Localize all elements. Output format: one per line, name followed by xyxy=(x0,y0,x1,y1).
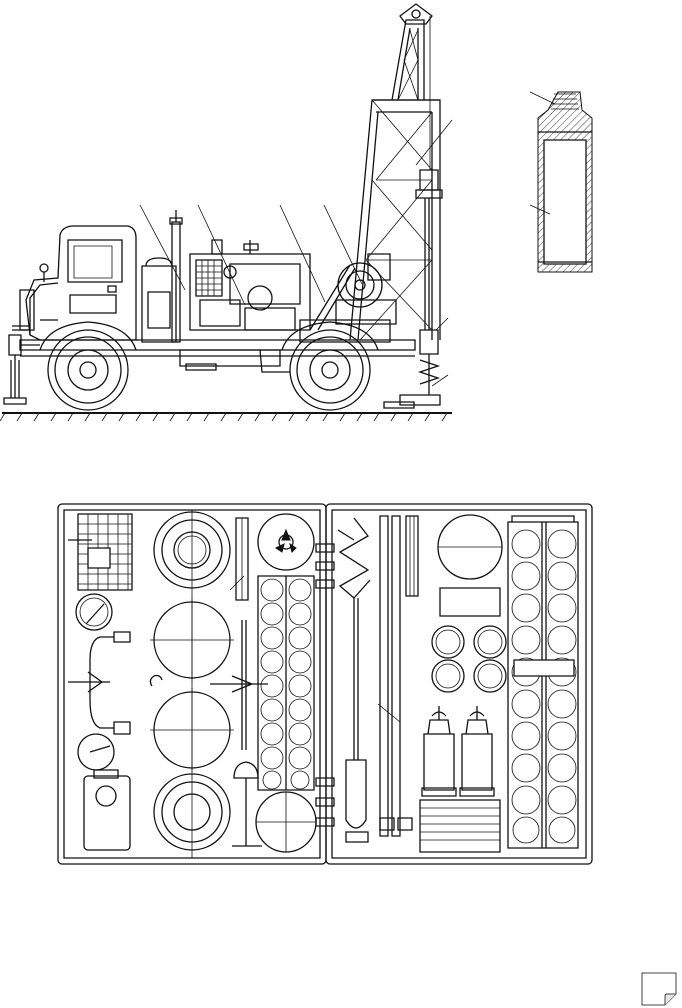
truck-cab xyxy=(12,226,136,340)
equipment-layout-plan xyxy=(58,504,592,864)
winch xyxy=(300,254,396,342)
left-compartment xyxy=(68,510,334,858)
drilling-rig-side-view xyxy=(0,4,452,421)
page-curl-icon xyxy=(641,972,677,1006)
rear-wheel xyxy=(282,322,378,410)
engine-block xyxy=(190,240,310,330)
front-wheel xyxy=(40,322,136,410)
rear-jack xyxy=(4,335,40,404)
drill-bit-section xyxy=(530,92,592,272)
fuel-tank xyxy=(142,258,176,342)
leader-lines xyxy=(140,120,452,386)
exhaust-pipe xyxy=(170,210,182,342)
ground-line xyxy=(0,413,452,421)
bailer-cylinders xyxy=(422,706,494,796)
drill-mast xyxy=(350,4,442,408)
right-compartment xyxy=(338,515,578,852)
truck-frame xyxy=(20,340,415,372)
